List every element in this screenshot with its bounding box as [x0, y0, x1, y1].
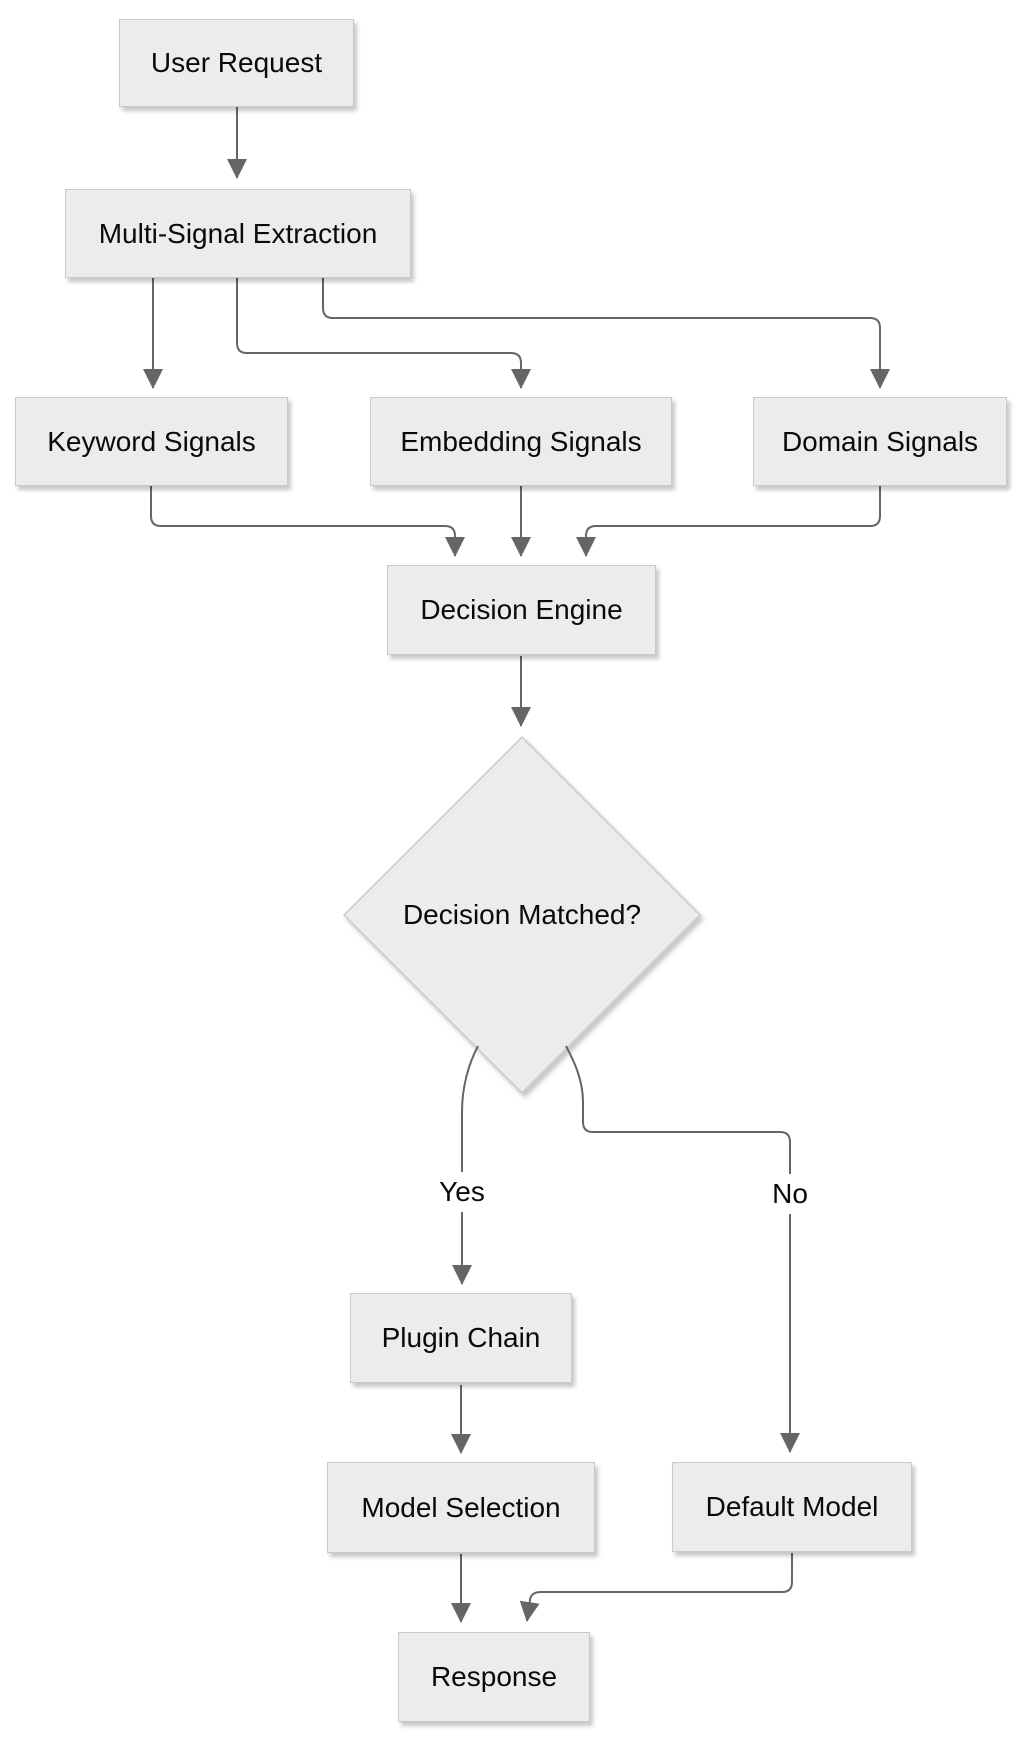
node-label: Decision Engine: [420, 594, 623, 626]
node-decision-engine: Decision Engine: [387, 565, 656, 655]
node-label: Domain Signals: [781, 425, 979, 457]
node-domain-signals: Domain Signals: [753, 397, 1007, 486]
node-keyword-signals: Keyword Signals: [15, 397, 288, 486]
node-label: Embedding Signals: [400, 425, 642, 457]
edge-multi-signal-to-domain: [322, 278, 890, 389]
node-label: Multi-Signal Extraction: [98, 217, 378, 249]
node-model-selection: Model Selection: [327, 1462, 595, 1553]
edge-keyword-to-decision-engine: [150, 486, 465, 557]
node-multi-signal-extraction: Multi-Signal Extraction: [65, 189, 411, 278]
edge-multi-signal-to-embedding: [236, 278, 531, 389]
node-label: Response: [430, 1661, 558, 1693]
node-default-model: Default Model: [672, 1462, 912, 1552]
node-label: User Request: [150, 47, 323, 79]
edge-label-no: No: [764, 1174, 816, 1214]
edge-yes-decision-matched-to-plugin-chain: [452, 1045, 479, 1285]
node-label: Keyword Signals: [47, 425, 256, 457]
node-decision-matched-label: Decision Matched?: [402, 899, 642, 930]
edge-no-decision-matched-to-default-model: [565, 1045, 800, 1453]
node-user-request: User Request: [119, 19, 354, 107]
node-decision-matched-shape: [342, 735, 702, 1095]
node-label: Plugin Chain: [381, 1322, 541, 1354]
edge-label-yes: Yes: [431, 1172, 493, 1212]
node-response: Response: [398, 1632, 590, 1722]
node-plugin-chain: Plugin Chain: [350, 1293, 572, 1383]
edge-domain-to-decision-engine: [576, 486, 881, 557]
edge-default-model-to-response: [519, 1553, 793, 1622]
node-label: Model Selection: [361, 1491, 561, 1523]
node-embedding-signals: Embedding Signals: [370, 397, 672, 486]
node-label: Default Model: [705, 1491, 879, 1523]
